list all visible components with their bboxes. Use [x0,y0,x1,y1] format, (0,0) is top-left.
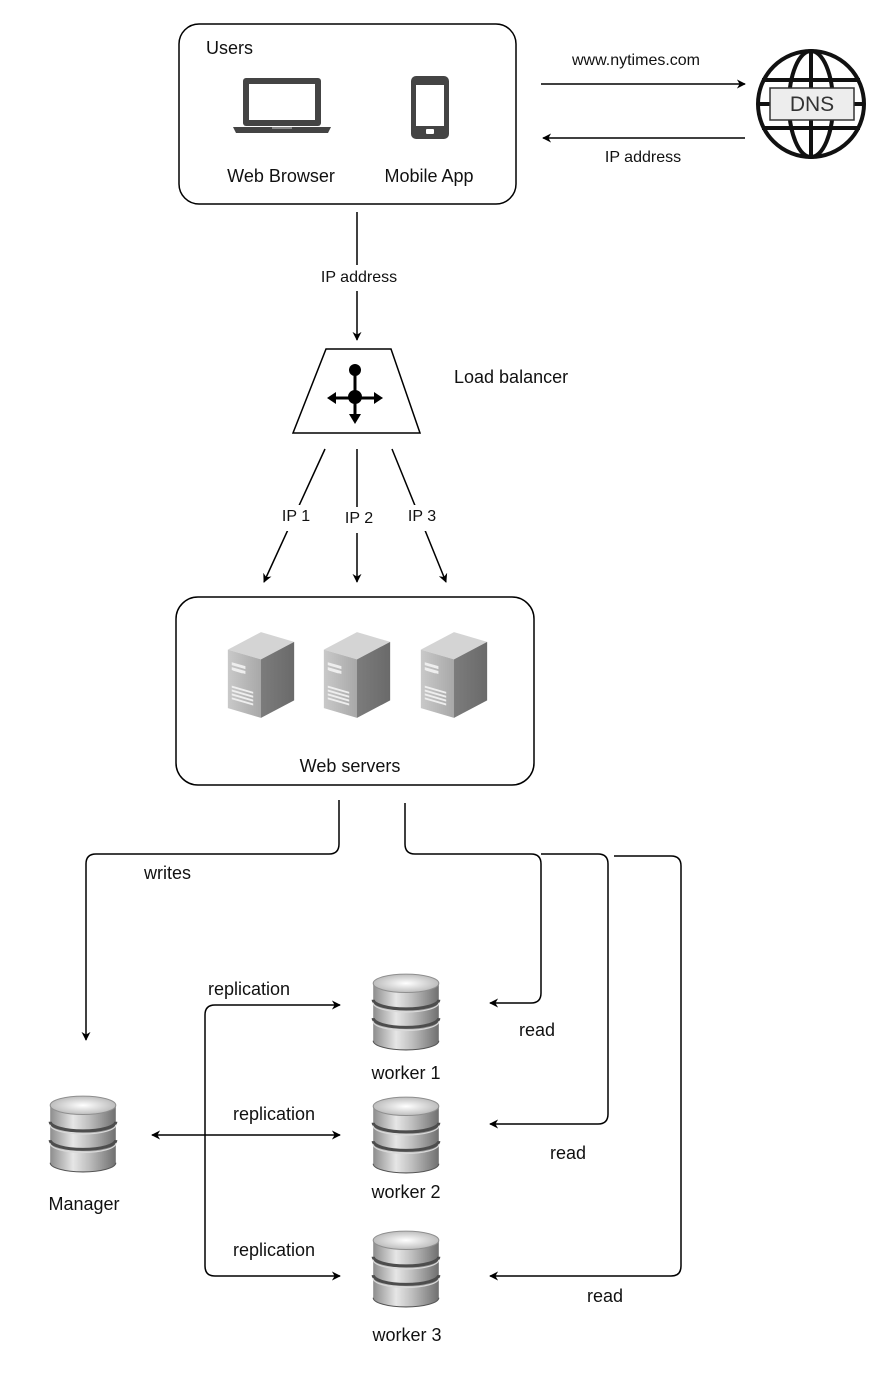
dns-label-box [769,87,855,121]
client-to-lb-label: IP address [320,269,398,286]
worker2-database-icon [371,1095,441,1175]
users-box [178,23,517,205]
server-icon-3 [420,632,488,718]
load-balancer-icon [291,348,422,434]
users-title: Users [206,38,254,58]
replication-arrow-worker1 [204,1000,341,1135]
load-balancer-label: Load balancer [454,367,569,387]
server-icon-2 [323,632,391,718]
replication-label-worker2: replication [233,1104,316,1124]
ip3-label: IP 3 [407,508,437,525]
web-servers-label: Web servers [299,756,401,776]
read-label-worker2: read [550,1143,587,1163]
read-arrow-worker2 [489,853,609,1129]
worker2-label: worker 2 [371,1182,441,1202]
laptop-icon [233,78,331,133]
web-servers-box [175,596,535,786]
ip2-label: IP 2 [344,510,374,527]
read-arrow-worker3 [489,855,682,1281]
dns-request-label: www.nytimes.com [571,52,701,69]
replication-arrow-worker3 [204,1135,341,1281]
replication-label-worker3: replication [233,1240,316,1260]
worker3-label: worker 3 [372,1325,442,1345]
writes-label: writes [144,863,192,883]
ip1-label: IP 1 [281,508,311,525]
manager-label: Manager [48,1194,120,1214]
worker1-database-icon [371,972,441,1052]
worker1-label: worker 1 [371,1063,441,1083]
writes-arrow [81,800,340,1041]
mobile-app-label: Mobile App [384,166,474,186]
worker3-database-icon [371,1229,441,1309]
dns-response-label: IP address [604,149,682,166]
server-icon-1 [227,632,295,718]
mobile-phone-icon [411,76,449,139]
read-arrow-worker1 [404,803,542,1008]
manager-database-icon [48,1094,118,1174]
web-browser-label: Web Browser [227,166,335,186]
dns-label: DNS [789,93,835,116]
read-label-worker3: read [587,1286,624,1306]
read-label-worker1: read [519,1020,556,1040]
replication-label-worker1: replication [208,979,291,999]
